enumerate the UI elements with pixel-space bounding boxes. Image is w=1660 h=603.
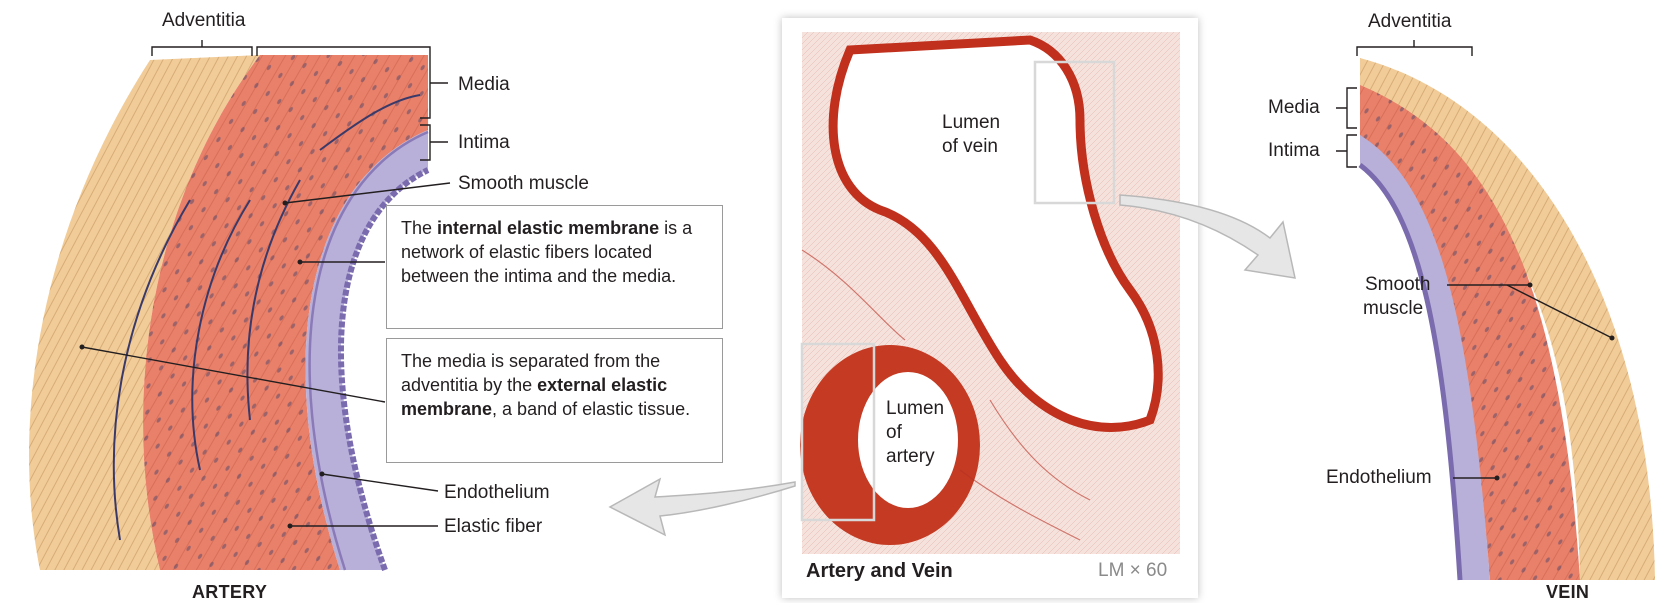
callout-text: , a band of elastic tissue.	[492, 399, 690, 419]
vein-intima-label: Intima	[1268, 140, 1320, 162]
internal-elastic-membrane-callout: The internal elastic membrane is a netwo…	[386, 205, 723, 329]
micrograph-title: Artery and Vein	[806, 560, 953, 583]
micrograph-image	[800, 32, 1180, 554]
artery-caption: ARTERY	[192, 582, 267, 603]
micrograph-magnification: LM × 60	[1098, 560, 1167, 582]
vein-endothelium-label: Endothelium	[1326, 467, 1432, 489]
lumen-of-vein-label-line1: Lumen	[942, 112, 1000, 134]
artery-smooth-muscle-label: Smooth muscle	[458, 173, 589, 195]
lumen-of-artery-label-line1: Lumen	[886, 398, 944, 420]
external-elastic-membrane-callout: The media is separated from the adventit…	[386, 338, 723, 463]
artery-adventitia-label: Adventitia	[162, 10, 245, 32]
callout-term: internal elastic membrane	[437, 218, 659, 238]
callout-text: The	[401, 218, 437, 238]
artery-endothelium-label: Endothelium	[444, 482, 550, 504]
artery-illustration	[29, 55, 428, 570]
vein-media-label: Media	[1268, 97, 1320, 119]
vein-caption: VEIN	[1546, 582, 1589, 603]
vein-smooth-muscle-label-line1: Smooth	[1365, 274, 1430, 296]
artery-intima-label: Intima	[458, 132, 510, 154]
lumen-of-vein-label-line2: of vein	[942, 136, 998, 158]
arrow-to-artery	[610, 479, 795, 535]
lumen-of-artery-label-line3: artery	[886, 446, 935, 468]
vein-smooth-muscle-label-line2: muscle	[1363, 298, 1423, 320]
artery-elastic-fiber-label: Elastic fiber	[444, 516, 542, 538]
vein-adventitia-label: Adventitia	[1368, 11, 1451, 33]
lumen-of-artery-label-line2: of	[886, 422, 902, 444]
artery-media-label: Media	[458, 74, 510, 96]
